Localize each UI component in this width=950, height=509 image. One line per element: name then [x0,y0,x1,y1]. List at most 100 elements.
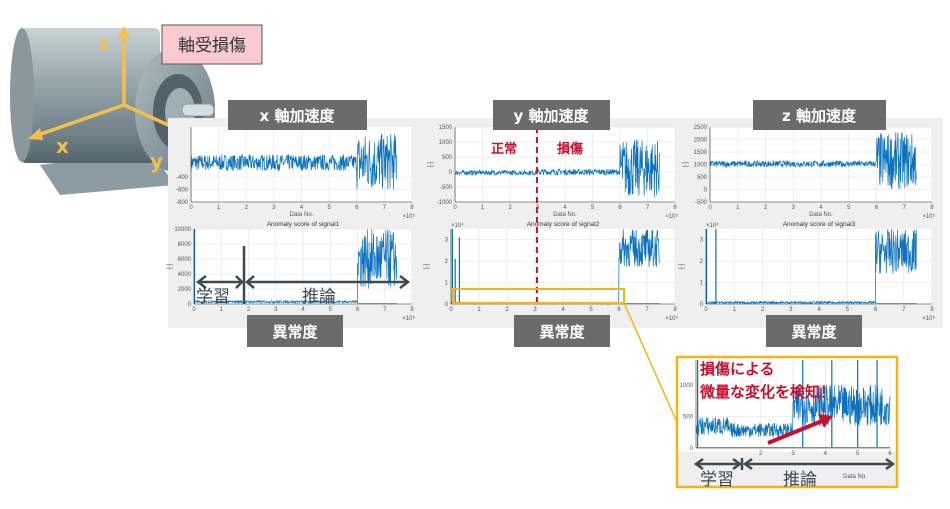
inset-inference-label: 推論 [783,470,817,490]
signal-trace [705,229,917,305]
normal-label: 正常 [491,141,517,157]
y-accel-header: y 軸加速度 [513,107,589,125]
signal-trace [193,229,398,305]
x-tick-label: 2 [759,451,763,457]
motor-back-cap [10,28,34,162]
learning-label: 学習 [196,287,230,307]
damage-label: 損傷 [557,141,583,157]
x-accel-header: x 軸加速度 [260,107,336,125]
x-tick-label: 3 [274,307,278,313]
y-tick-label: 2000 [178,287,192,293]
highlight-region [452,288,625,304]
signal-trace [454,139,660,198]
y-tick-label: 10000 [174,227,191,233]
x-tick-label: 4 [817,307,821,313]
x-axis-label: x [56,134,69,158]
plot-title: Anomaly score of signal3 [783,221,856,228]
arrowhead-left-icon [245,275,255,289]
z-arrowhead-icon [118,26,130,38]
x-tick-label: 4 [563,205,567,211]
x-tick-label: 0 [449,307,453,313]
trend-arrow [767,419,823,445]
learn-infer-arrows [195,246,411,304]
anomaly-header-box-1 [247,315,343,347]
x-tick-label: 3 [789,307,793,313]
x-tick-label: 7 [383,307,387,313]
x-exponent-label: ×10⁵ [922,315,935,322]
y-tick-label: 1000 [694,163,708,169]
x-exponent-label: ×10⁵ [922,213,935,220]
x-axis-label: Data No. [843,474,867,480]
x-tick-label: 1 [733,307,737,313]
y-tick-label: 1500 [439,125,453,131]
x-tick-label: 0 [192,307,196,313]
x-tick-label: 3 [272,205,276,211]
trend-arrowhead-icon [818,414,833,428]
anomaly-header-box-2 [514,315,610,347]
y-tick-label: 2500 [694,125,708,131]
y-tick-label: -1000 [437,200,453,206]
y-tick-label: 8000 [178,242,192,248]
y-tick-label: 0 [704,188,708,194]
x-tick-label: 6 [888,451,892,457]
y-tick-label: 2000 [694,138,708,144]
x-tick-label: 7 [903,205,907,211]
signal-trace [190,133,397,190]
arrowhead-right-icon [885,457,896,471]
anomaly-header-box-3 [766,315,862,347]
x-tick-label: 5 [856,451,860,457]
x-tick-label: 5 [327,205,331,211]
x-tick-label: 1 [736,205,740,211]
y-tick-label: 3 [445,238,449,244]
y-tick-label: 2 [700,259,704,265]
inference-label: 推論 [302,287,336,307]
x-accel-header-box [228,100,367,130]
x-tick-label: 0 [704,307,708,313]
y-tick-label: 1000 [680,383,694,389]
z-accel-header-box [753,100,886,130]
x-tick-label: 3 [791,451,795,457]
inset-frame [675,355,899,489]
x-tick-label: 7 [383,205,387,211]
y-tick-label: 1 [700,281,704,287]
x-tick-label: 8 [410,307,414,313]
x-tick-label: 2 [508,205,512,211]
signal-trace [709,132,917,190]
z-axis-label: z [98,31,110,55]
x-tick-label: 8 [410,205,414,211]
x-tick-label: 1 [481,205,485,211]
x-tick-label: 4 [301,307,305,313]
x-tick-label: 7 [645,307,649,313]
inset-footer [677,452,897,487]
x-exponent-label: ×10⁵ [402,213,415,220]
x-tick-label: 4 [561,307,565,313]
x-tick-label: 5 [329,307,333,313]
y-tick-label: -800 [176,200,189,206]
detect-text-line2: 微量な変化を検知！ [699,383,835,401]
y-tick-label: 0 [445,302,449,308]
y-tick-label: -400 [176,175,189,181]
x-tick-label: 2 [761,307,765,313]
y-tick-label: 0 [449,170,453,176]
anomaly-header-1: 異常度 [272,323,318,341]
y-axis-label: [-] [679,264,685,270]
x-tick-label: 0 [453,205,457,211]
y-axis-label: [-] [424,264,430,270]
arrowhead-right-icon [235,275,244,289]
callout-connector [623,302,677,421]
anomaly-header-2: 異常度 [539,323,585,341]
fault-label-box [161,24,263,65]
x-axis-label: Data No. [553,212,577,218]
x-tick-label: 4 [300,205,304,211]
y-axis-label: [-] [167,264,173,270]
plot-title: Anomaly score of signal1 [267,221,340,228]
x-tick-label: 0 [708,205,712,211]
y-exponent-label: ×10⁴ [451,222,464,229]
